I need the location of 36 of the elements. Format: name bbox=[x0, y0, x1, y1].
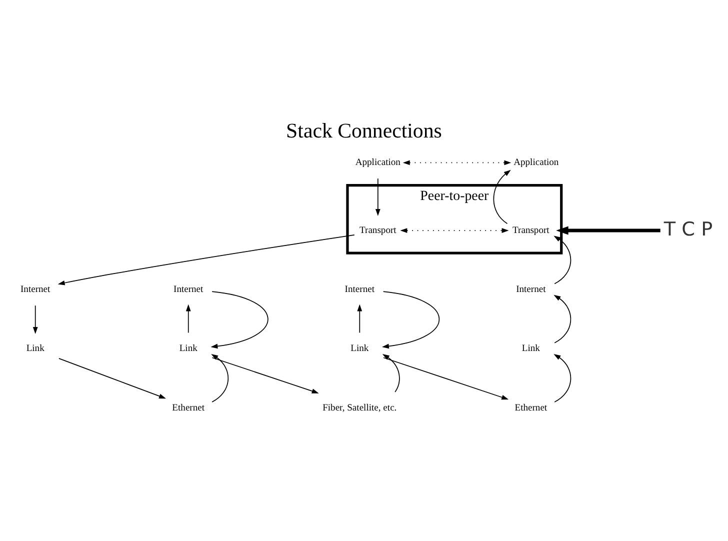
arrow bbox=[357, 304, 362, 334]
arrow bbox=[383, 357, 509, 400]
arrow bbox=[554, 294, 572, 344]
node-text: Ethernet bbox=[172, 402, 205, 414]
arrow bbox=[402, 160, 512, 166]
node-text: Ethernet bbox=[514, 402, 548, 414]
arrow bbox=[58, 234, 355, 286]
node-text: Internet bbox=[174, 284, 204, 296]
arrow bbox=[32, 305, 38, 334]
arrow bbox=[556, 226, 660, 235]
node-text: Link bbox=[350, 343, 369, 354]
arrow bbox=[186, 304, 191, 334]
arrow bbox=[400, 228, 509, 233]
node-text: Link bbox=[522, 343, 540, 354]
arrow bbox=[382, 354, 400, 392]
arrow bbox=[211, 354, 228, 402]
node-text: T C P bbox=[664, 217, 713, 240]
arrow bbox=[382, 291, 440, 349]
arrow bbox=[212, 357, 319, 394]
node-text: Internet bbox=[516, 284, 546, 296]
diagram-title: Stack Connections bbox=[286, 118, 442, 143]
node-text: Application bbox=[514, 157, 559, 168]
node-text: Fiber, Satellite, etc. bbox=[322, 402, 397, 414]
node-text: Transport bbox=[512, 224, 550, 236]
node-text: Link bbox=[179, 343, 198, 354]
node-text: Internet bbox=[20, 284, 50, 296]
node-text: Link bbox=[26, 343, 44, 354]
arrow bbox=[554, 236, 572, 284]
node-text: Application bbox=[355, 157, 400, 168]
arrow bbox=[554, 354, 572, 402]
arrow bbox=[493, 170, 511, 224]
arrow bbox=[58, 358, 166, 399]
node-text: Internet bbox=[344, 284, 374, 296]
arrow bbox=[210, 291, 268, 349]
arrow bbox=[375, 178, 380, 216]
node-text: Transport bbox=[360, 224, 396, 236]
